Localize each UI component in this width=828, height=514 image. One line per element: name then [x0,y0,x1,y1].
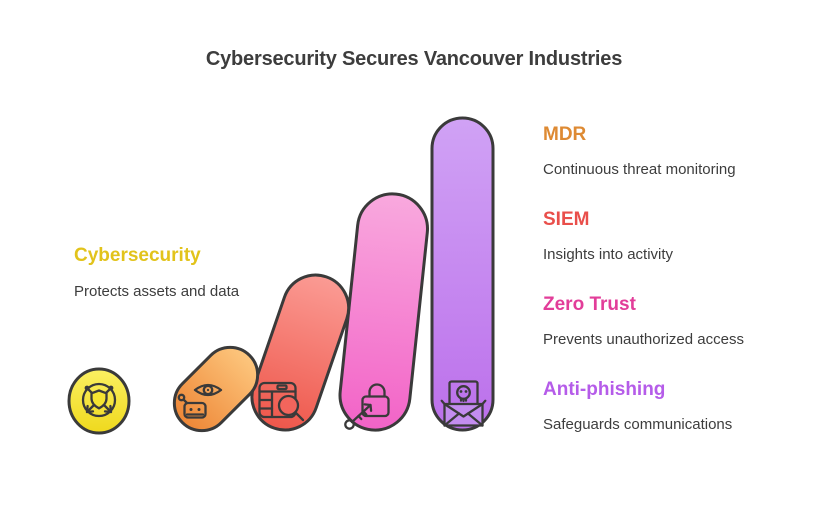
zero-trust-description: Prevents unauthorized access [543,331,744,348]
bar-zero-trust [338,192,429,432]
lock-key-icon [344,383,390,430]
siem-description: Insights into activity [543,246,674,263]
overview-heading: Cybersecurity [74,245,201,266]
bar-siem [250,273,351,432]
zero-trust-heading: Zero Trust [543,294,636,315]
overview-block: Cybersecurity Protects assets and data [74,244,294,301]
anti-phishing-description: Safeguards communications [543,416,733,433]
robot-monitoring-icon [177,383,223,419]
mdr-heading: MDR [543,124,587,145]
bar-anti-phishing [430,116,495,432]
list-item-anti-phishing: Anti-phishing Safeguards communications [543,378,793,434]
log-search-icon [258,381,305,422]
list-item-siem: SIEM Insights into activity [543,208,793,264]
solutions-list: MDR Continuous threat monitoring SIEM In… [543,123,793,463]
overview-description: Protects assets and data [74,283,240,300]
cybersecurity-badge [67,367,131,435]
shield-network-icon [81,382,117,418]
list-item-zero-trust: Zero Trust Prevents unauthorized access [543,293,793,349]
phishing-email-icon [440,380,487,427]
bar-mdr [172,345,260,433]
page-title: Cybersecurity Secures Vancouver Industri… [205,48,623,70]
siem-heading: SIEM [543,209,590,230]
list-item-mdr: MDR Continuous threat monitoring [543,123,793,179]
mdr-description: Continuous threat monitoring [543,161,736,178]
anti-phishing-heading: Anti-phishing [543,379,666,400]
